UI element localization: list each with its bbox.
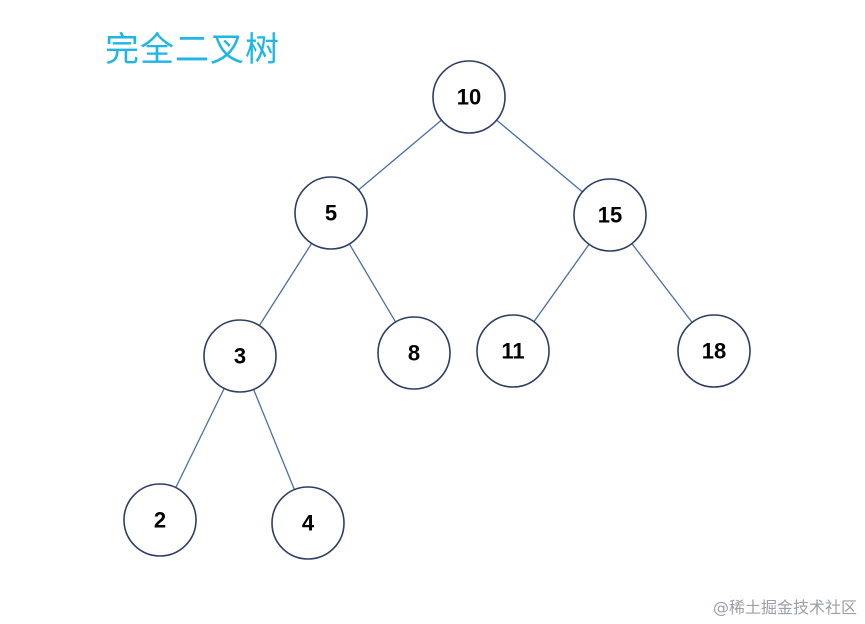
node-label: 8 <box>408 341 420 366</box>
node-label: 11 <box>501 339 524 364</box>
node-circle <box>123 483 197 557</box>
node-circle <box>271 486 345 560</box>
tree-node-11: 11 <box>476 314 550 388</box>
node-label: 10 <box>457 85 481 110</box>
node-circle <box>377 316 451 390</box>
tree-node-8: 8 <box>377 316 451 390</box>
node-circle <box>203 319 277 393</box>
tree-node-15: 15 <box>573 178 647 252</box>
tree-node-10: 10 <box>432 60 506 134</box>
edges-layer <box>175 119 693 490</box>
node-label: 2 <box>154 508 166 533</box>
node-circle <box>294 176 368 250</box>
node-label: 3 <box>234 344 246 369</box>
tree-node-2: 2 <box>123 483 197 557</box>
node-circle <box>573 178 647 252</box>
node-label: 15 <box>598 203 622 228</box>
node-label: 18 <box>702 339 726 364</box>
tree-node-18: 18 <box>677 314 751 388</box>
tree-node-4: 4 <box>271 486 345 560</box>
node-circle <box>677 314 751 388</box>
node-circle <box>432 60 506 134</box>
edge-n3-n2 <box>175 388 225 488</box>
tree-node-5: 5 <box>294 176 368 250</box>
edge-n10-n5 <box>358 119 442 191</box>
nodes-layer: 10 5 15 3 8 11 18 2 4 <box>123 60 751 560</box>
diagram-title: 完全二叉树 <box>105 30 280 70</box>
edge-n5-n3 <box>258 243 313 326</box>
edge-n10-n15 <box>496 119 583 193</box>
tree-node-3: 3 <box>203 319 277 393</box>
edge-n3-n4 <box>252 389 296 490</box>
edge-n15-n11 <box>533 243 590 323</box>
edge-n15-n18 <box>631 243 693 323</box>
node-label: 4 <box>302 511 315 536</box>
watermark-text: @稀土掘金技术社区 <box>712 598 857 617</box>
node-label: 5 <box>325 201 337 226</box>
node-circle <box>476 314 550 388</box>
edge-n5-n8 <box>348 243 397 323</box>
